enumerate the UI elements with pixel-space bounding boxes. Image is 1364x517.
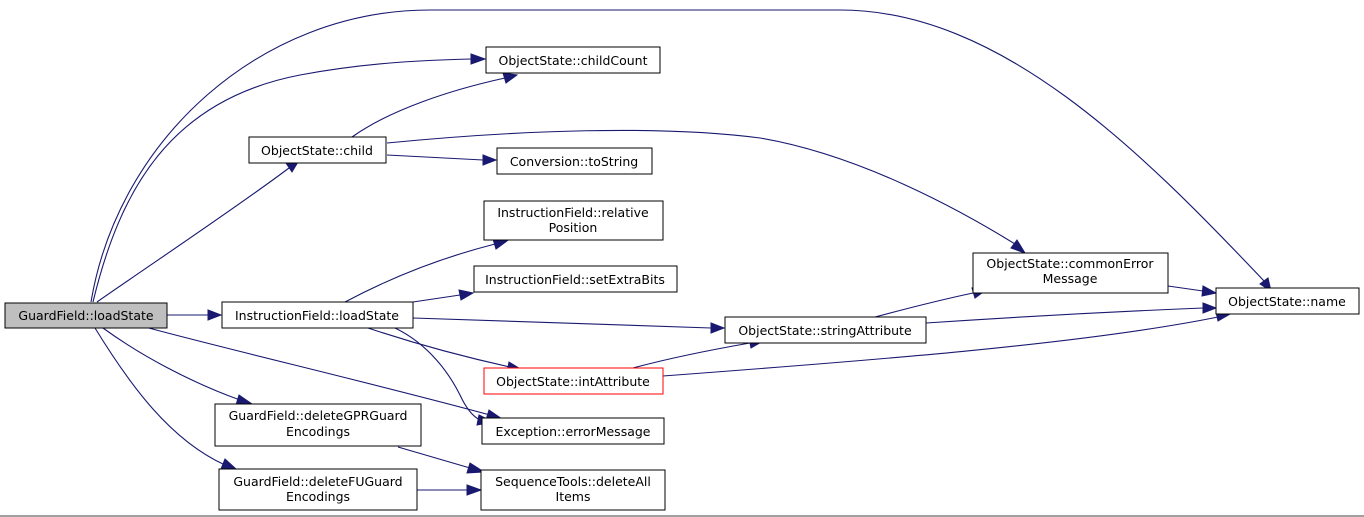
edge-child-to-child-count	[351, 72, 519, 138]
edge-instr-load-to-int-attr	[367, 327, 524, 373]
edge-instr-load-to-set-extra-bits	[412, 289, 475, 303]
node-sequencetools-deleteallitems[interactable]: SequenceTools::deleteAll Items	[480, 469, 666, 511]
edge-instr-load-to-string-attr	[412, 317, 726, 334]
edge-guard-load-to-instr-load	[167, 309, 223, 321]
node-label: InstructionField::loadState	[235, 308, 399, 323]
bottom-divider	[0, 515, 1364, 517]
node-objectstate-childcount[interactable]: ObjectState::childCount	[485, 46, 661, 74]
node-label-line-1: GuardField::deleteFUGuard	[233, 474, 402, 489]
node-label-line-2: Message	[1043, 271, 1098, 286]
node-guardfield-loadstate[interactable]: GuardField::loadState	[4, 302, 168, 329]
edge-delete-fu-to-delete-all	[417, 484, 483, 496]
node-instructionfield-loadstate[interactable]: InstructionField::loadState	[221, 301, 414, 329]
node-label-line-2: Encodings	[286, 424, 350, 439]
edge-string-attr-to-common-error	[874, 287, 988, 318]
call-nodes: GuardField::loadState ObjectState::child…	[4, 46, 1360, 511]
node-label: ObjectState::name	[1228, 294, 1346, 309]
node-label-line-1: ObjectState::commonError	[986, 256, 1154, 271]
node-instructionfield-setextrabits[interactable]: InstructionField::setExtraBits	[473, 265, 678, 293]
edge-child-to-common-error	[386, 129, 1027, 254]
node-objectstate-intattribute[interactable]: ObjectState::intAttribute	[483, 367, 664, 395]
node-label: Exception::errorMessage	[496, 424, 651, 439]
node-objectstate-stringattribute[interactable]: ObjectState::stringAttribute	[724, 316, 927, 344]
edge-child-to-to-string	[386, 154, 498, 166]
node-guardfield-deletegprguardencodings[interactable]: GuardField::deleteGPRGuard Encodings	[214, 403, 422, 447]
edge-delete-gpr-to-delete-all	[397, 446, 486, 474]
node-objectstate-child[interactable]: ObjectState::child	[248, 136, 387, 164]
node-label: ObjectState::stringAttribute	[738, 323, 912, 338]
edge-guard-load-to-delete-fu	[94, 327, 238, 470]
node-label-line-1: GuardField::deleteGPRGuard	[229, 408, 408, 423]
node-objectstate-name[interactable]: ObjectState::name	[1215, 287, 1360, 315]
node-label: ObjectState::childCount	[498, 53, 647, 68]
edge-common-error-to-name	[1167, 285, 1218, 297]
node-conversion-tostring[interactable]: Conversion::toString	[496, 147, 653, 175]
node-label-line-2: Items	[556, 489, 591, 504]
edge-guard-load-to-delete-gpr	[102, 327, 254, 406]
node-instructionfield-relativeposition[interactable]: InstructionField::relative Position	[483, 200, 664, 241]
node-label-line-1: InstructionField::relative	[497, 205, 649, 220]
node-label-line-2: Position	[549, 220, 598, 235]
node-objectstate-commonerrormessage[interactable]: ObjectState::commonError Message	[972, 252, 1169, 294]
edge-string-attr-to-name	[925, 302, 1218, 324]
node-label: ObjectState::child	[261, 143, 373, 158]
node-label: InstructionField::setExtraBits	[485, 272, 665, 287]
edge-guard-load-to-child-count	[92, 53, 487, 303]
node-label: Conversion::toString	[510, 154, 638, 169]
node-label-line-2: Encodings	[286, 489, 350, 504]
node-label: ObjectState::intAttribute	[496, 374, 650, 389]
node-exception-errormessage[interactable]: Exception::errorMessage	[481, 417, 665, 445]
node-label-line-1: SequenceTools::deleteAll	[495, 474, 651, 489]
edge-guard-load-to-child	[96, 161, 299, 303]
node-guardfield-deletefuguardencodings[interactable]: GuardField::deleteFUGuard Encodings	[218, 468, 418, 511]
node-label: GuardField::loadState	[18, 308, 154, 323]
